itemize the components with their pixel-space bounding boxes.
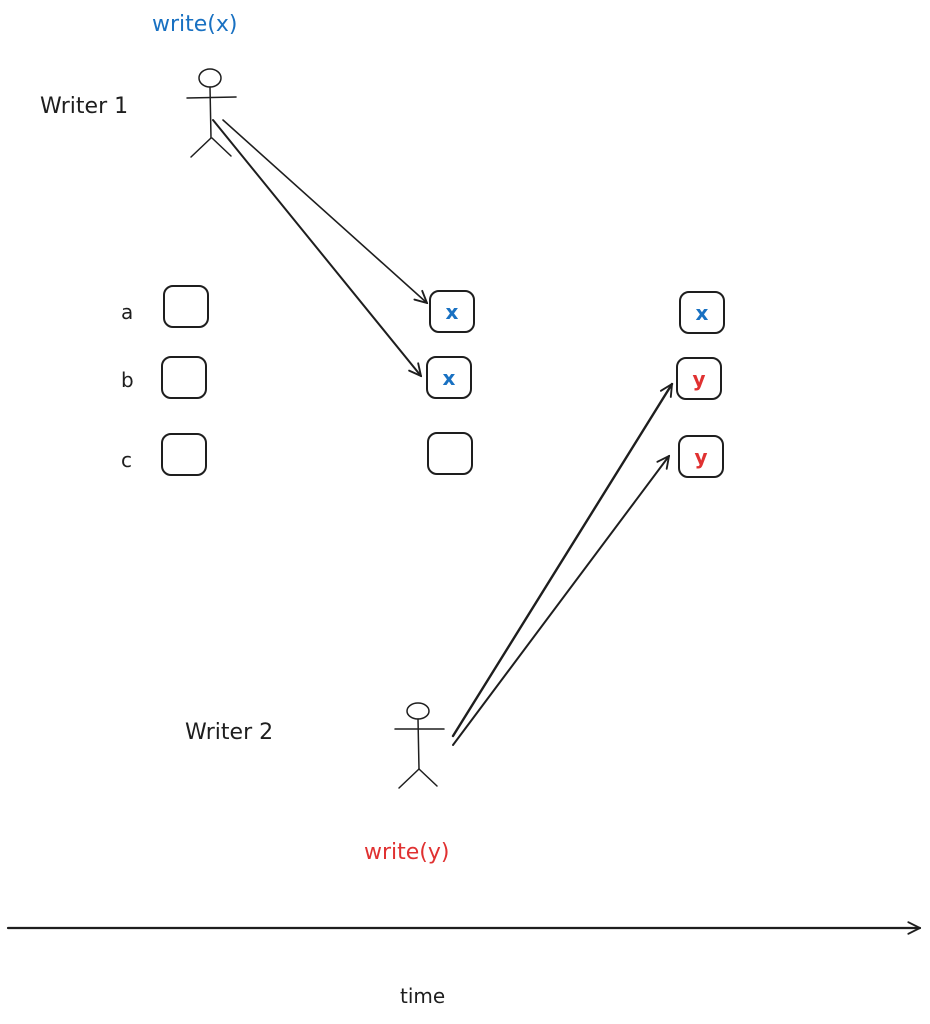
arrow-writer1-to-a [222,119,427,303]
writer-1-stick-figure-icon [186,68,237,158]
writer-2-stick-figure-icon [394,702,445,789]
writer-1-label: Writer 1 [40,94,129,119]
arrow-writer2-to-c [452,456,669,746]
state-2-register-b: y [676,357,722,400]
register-label-a: a [121,300,134,324]
writer-2-arrows [451,384,674,746]
state-2-register-c: y [678,435,724,478]
register-label-b: b [121,368,134,392]
state-0-register-c [161,433,207,476]
state-0-register-a [163,285,209,328]
state-1-register-b: x [426,356,472,399]
writer-1-arrows [212,119,427,376]
writer-1-operation: write(x) [152,12,238,37]
time-axis-label: time [400,984,446,1008]
writer-2-label: Writer 2 [185,720,274,745]
arrow-writer2-to-b [451,384,674,738]
state-0-register-b [161,356,207,399]
register-label-c: c [121,448,132,472]
state-1-register-a: x [429,290,475,333]
state-1-register-c [427,432,473,475]
arrow-writer1-to-b [212,119,421,376]
state-2-register-a: x [679,291,725,334]
writer-2-operation: write(y) [364,840,450,865]
